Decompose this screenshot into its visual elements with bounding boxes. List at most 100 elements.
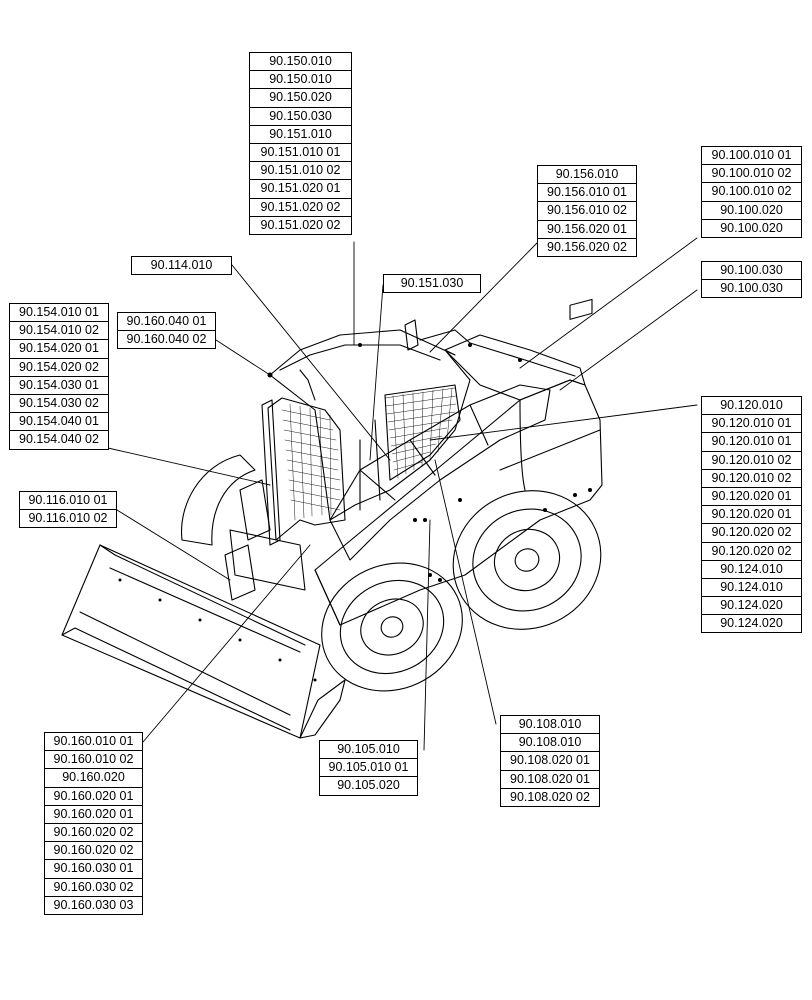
ref-label[interactable]: 90.100.010 02: [701, 182, 802, 202]
ref-label[interactable]: 90.160.010 02: [44, 750, 143, 770]
callout-engine-cover: 90.100.030 90.100.030: [701, 261, 802, 299]
callout-operator-station: 90.160.010 01 90.160.010 02 90.160.020 9…: [44, 732, 143, 915]
ref-label[interactable]: 90.116.010 01: [19, 491, 117, 511]
ref-label[interactable]: 90.156.020 01: [537, 219, 637, 239]
lift-cylinder-left: [224, 399, 281, 601]
fastener-dots: [118, 343, 592, 682]
ref-label[interactable]: 90.154.040 02: [9, 430, 109, 450]
callout-cab-structure: 90.150.010 90.150.010 90.150.020 90.150.…: [249, 52, 352, 235]
ref-label[interactable]: 90.116.010 02: [19, 509, 117, 529]
ref-label[interactable]: 90.114.010: [131, 256, 232, 276]
callout-cab-front: 90.160.040 01 90.160.040 02: [117, 312, 216, 350]
ref-label[interactable]: 90.124.020: [701, 614, 802, 634]
leader-frame-side: [429, 404, 698, 441]
ref-label[interactable]: 90.154.020 01: [9, 339, 109, 359]
ref-label[interactable]: 90.151.020 02: [249, 197, 352, 217]
ref-label[interactable]: 90.100.020: [701, 218, 802, 238]
ref-label[interactable]: 90.120.010 01: [701, 414, 802, 434]
ref-label[interactable]: 90.156.010: [537, 165, 637, 185]
ref-label[interactable]: 90.120.010 02: [701, 468, 802, 488]
ref-label[interactable]: 90.154.020 02: [9, 357, 109, 377]
ref-label[interactable]: 90.100.030: [701, 279, 802, 299]
ref-label[interactable]: 90.150.020: [249, 88, 352, 108]
ref-label[interactable]: 90.151.010 02: [249, 161, 352, 181]
ref-label[interactable]: 90.108.020 01: [500, 769, 600, 789]
ref-label[interactable]: 90.120.010 01: [701, 432, 802, 452]
leader-operator-station: [142, 544, 311, 743]
cab-grille-mesh: [384, 387, 457, 479]
leader-side-panels: [429, 242, 538, 353]
ref-label[interactable]: 90.100.010 02: [701, 164, 802, 184]
leader-loader-arm-left: [107, 447, 271, 486]
ref-label[interactable]: 90.124.020: [701, 596, 802, 616]
callout-rear-hood: 90.100.010 01 90.100.010 02 90.100.010 0…: [701, 146, 802, 238]
callout-bucket: 90.116.010 01 90.116.010 02: [19, 491, 117, 529]
ref-label[interactable]: 90.150.010: [249, 52, 352, 72]
rear-right-tire: [452, 490, 602, 630]
callout-cab-window: 90.114.010: [131, 256, 232, 276]
leader-cab-rear: [369, 284, 384, 461]
ref-label[interactable]: 90.108.020 01: [500, 751, 600, 771]
ref-label[interactable]: 90.120.020 01: [701, 505, 802, 525]
ref-label[interactable]: 90.105.010 01: [319, 758, 418, 778]
callout-cab-rear: 90.151.030: [383, 274, 481, 294]
leader-loader-cylinder: [434, 459, 497, 725]
callout-frame-side: 90.120.010 90.120.010 01 90.120.010 01 9…: [701, 396, 802, 634]
ref-label[interactable]: 90.108.010: [500, 733, 600, 753]
engine-hood: [404, 319, 586, 401]
ref-label[interactable]: 90.160.010 01: [44, 732, 143, 752]
ref-label[interactable]: 90.120.020 02: [701, 523, 802, 543]
ref-label[interactable]: 90.160.030 03: [44, 895, 143, 915]
ref-label[interactable]: 90.156.010 01: [537, 183, 637, 203]
ref-label[interactable]: 90.151.020 01: [249, 179, 352, 199]
ref-label[interactable]: 90.160.040 01: [117, 312, 216, 332]
ref-label[interactable]: 90.105.020: [319, 776, 418, 796]
ref-label[interactable]: 90.108.010: [500, 715, 600, 735]
ref-label[interactable]: 90.120.010 02: [701, 450, 802, 470]
ref-label[interactable]: 90.150.030: [249, 106, 352, 126]
ref-label[interactable]: 90.160.030 02: [44, 877, 143, 897]
leader-cab-window: [231, 264, 391, 461]
ref-label[interactable]: 90.120.020 02: [701, 541, 802, 561]
ref-label[interactable]: 90.120.020 01: [701, 486, 802, 507]
ref-label[interactable]: 90.154.030 01: [9, 375, 109, 395]
ref-label[interactable]: 90.105.010: [319, 740, 418, 760]
leader-lines: [107, 237, 698, 751]
ref-label[interactable]: 90.160.020: [44, 768, 143, 788]
attachment-plate: [229, 529, 306, 591]
bucket: [61, 544, 346, 739]
ref-label[interactable]: 90.108.020 02: [500, 787, 600, 807]
ref-label[interactable]: 90.151.020 02: [249, 215, 352, 235]
ref-label[interactable]: 90.160.040 02: [117, 330, 216, 350]
ref-label[interactable]: 90.160.020 02: [44, 822, 143, 843]
ref-label[interactable]: 90.124.010: [701, 559, 802, 579]
ref-label[interactable]: 90.100.010 01: [701, 146, 802, 166]
callout-loader-arm-left: 90.154.010 01 90.154.010 02 90.154.020 0…: [9, 303, 109, 450]
ref-label[interactable]: 90.160.030 01: [44, 859, 143, 879]
callout-side-panels: 90.156.010 90.156.010 01 90.156.010 02 9…: [537, 165, 637, 257]
ref-label[interactable]: 90.151.030: [383, 274, 481, 294]
leader-loader-arm: [423, 519, 431, 751]
callout-loader-arm: 90.105.010 90.105.010 01 90.105.020: [319, 740, 418, 796]
ref-label[interactable]: 90.100.020: [701, 200, 802, 220]
ref-label[interactable]: 90.154.040 01: [9, 412, 109, 432]
machine-body: [314, 298, 603, 626]
ref-label[interactable]: 90.151.010: [249, 124, 352, 144]
ref-label[interactable]: 90.154.010 02: [9, 321, 109, 341]
leader-cab-front: [215, 339, 271, 376]
ref-label[interactable]: 90.124.010: [701, 577, 802, 598]
ref-label[interactable]: 90.151.010 01: [249, 142, 352, 163]
ref-label[interactable]: 90.160.020 01: [44, 804, 143, 824]
ref-label[interactable]: 90.154.010 01: [9, 303, 109, 323]
ref-label[interactable]: 90.160.020 01: [44, 786, 143, 806]
ref-label[interactable]: 90.156.010 02: [537, 201, 637, 221]
ref-label[interactable]: 90.100.030: [701, 261, 802, 281]
ref-label[interactable]: 90.160.020 02: [44, 841, 143, 861]
ref-label[interactable]: 90.156.020 02: [537, 237, 637, 257]
ref-label[interactable]: 90.154.030 02: [9, 393, 109, 414]
ref-label[interactable]: 90.150.010: [249, 70, 352, 90]
leader-engine-cover: [559, 289, 698, 391]
front-right-tire: [321, 562, 463, 692]
ref-label[interactable]: 90.120.010: [701, 396, 802, 416]
